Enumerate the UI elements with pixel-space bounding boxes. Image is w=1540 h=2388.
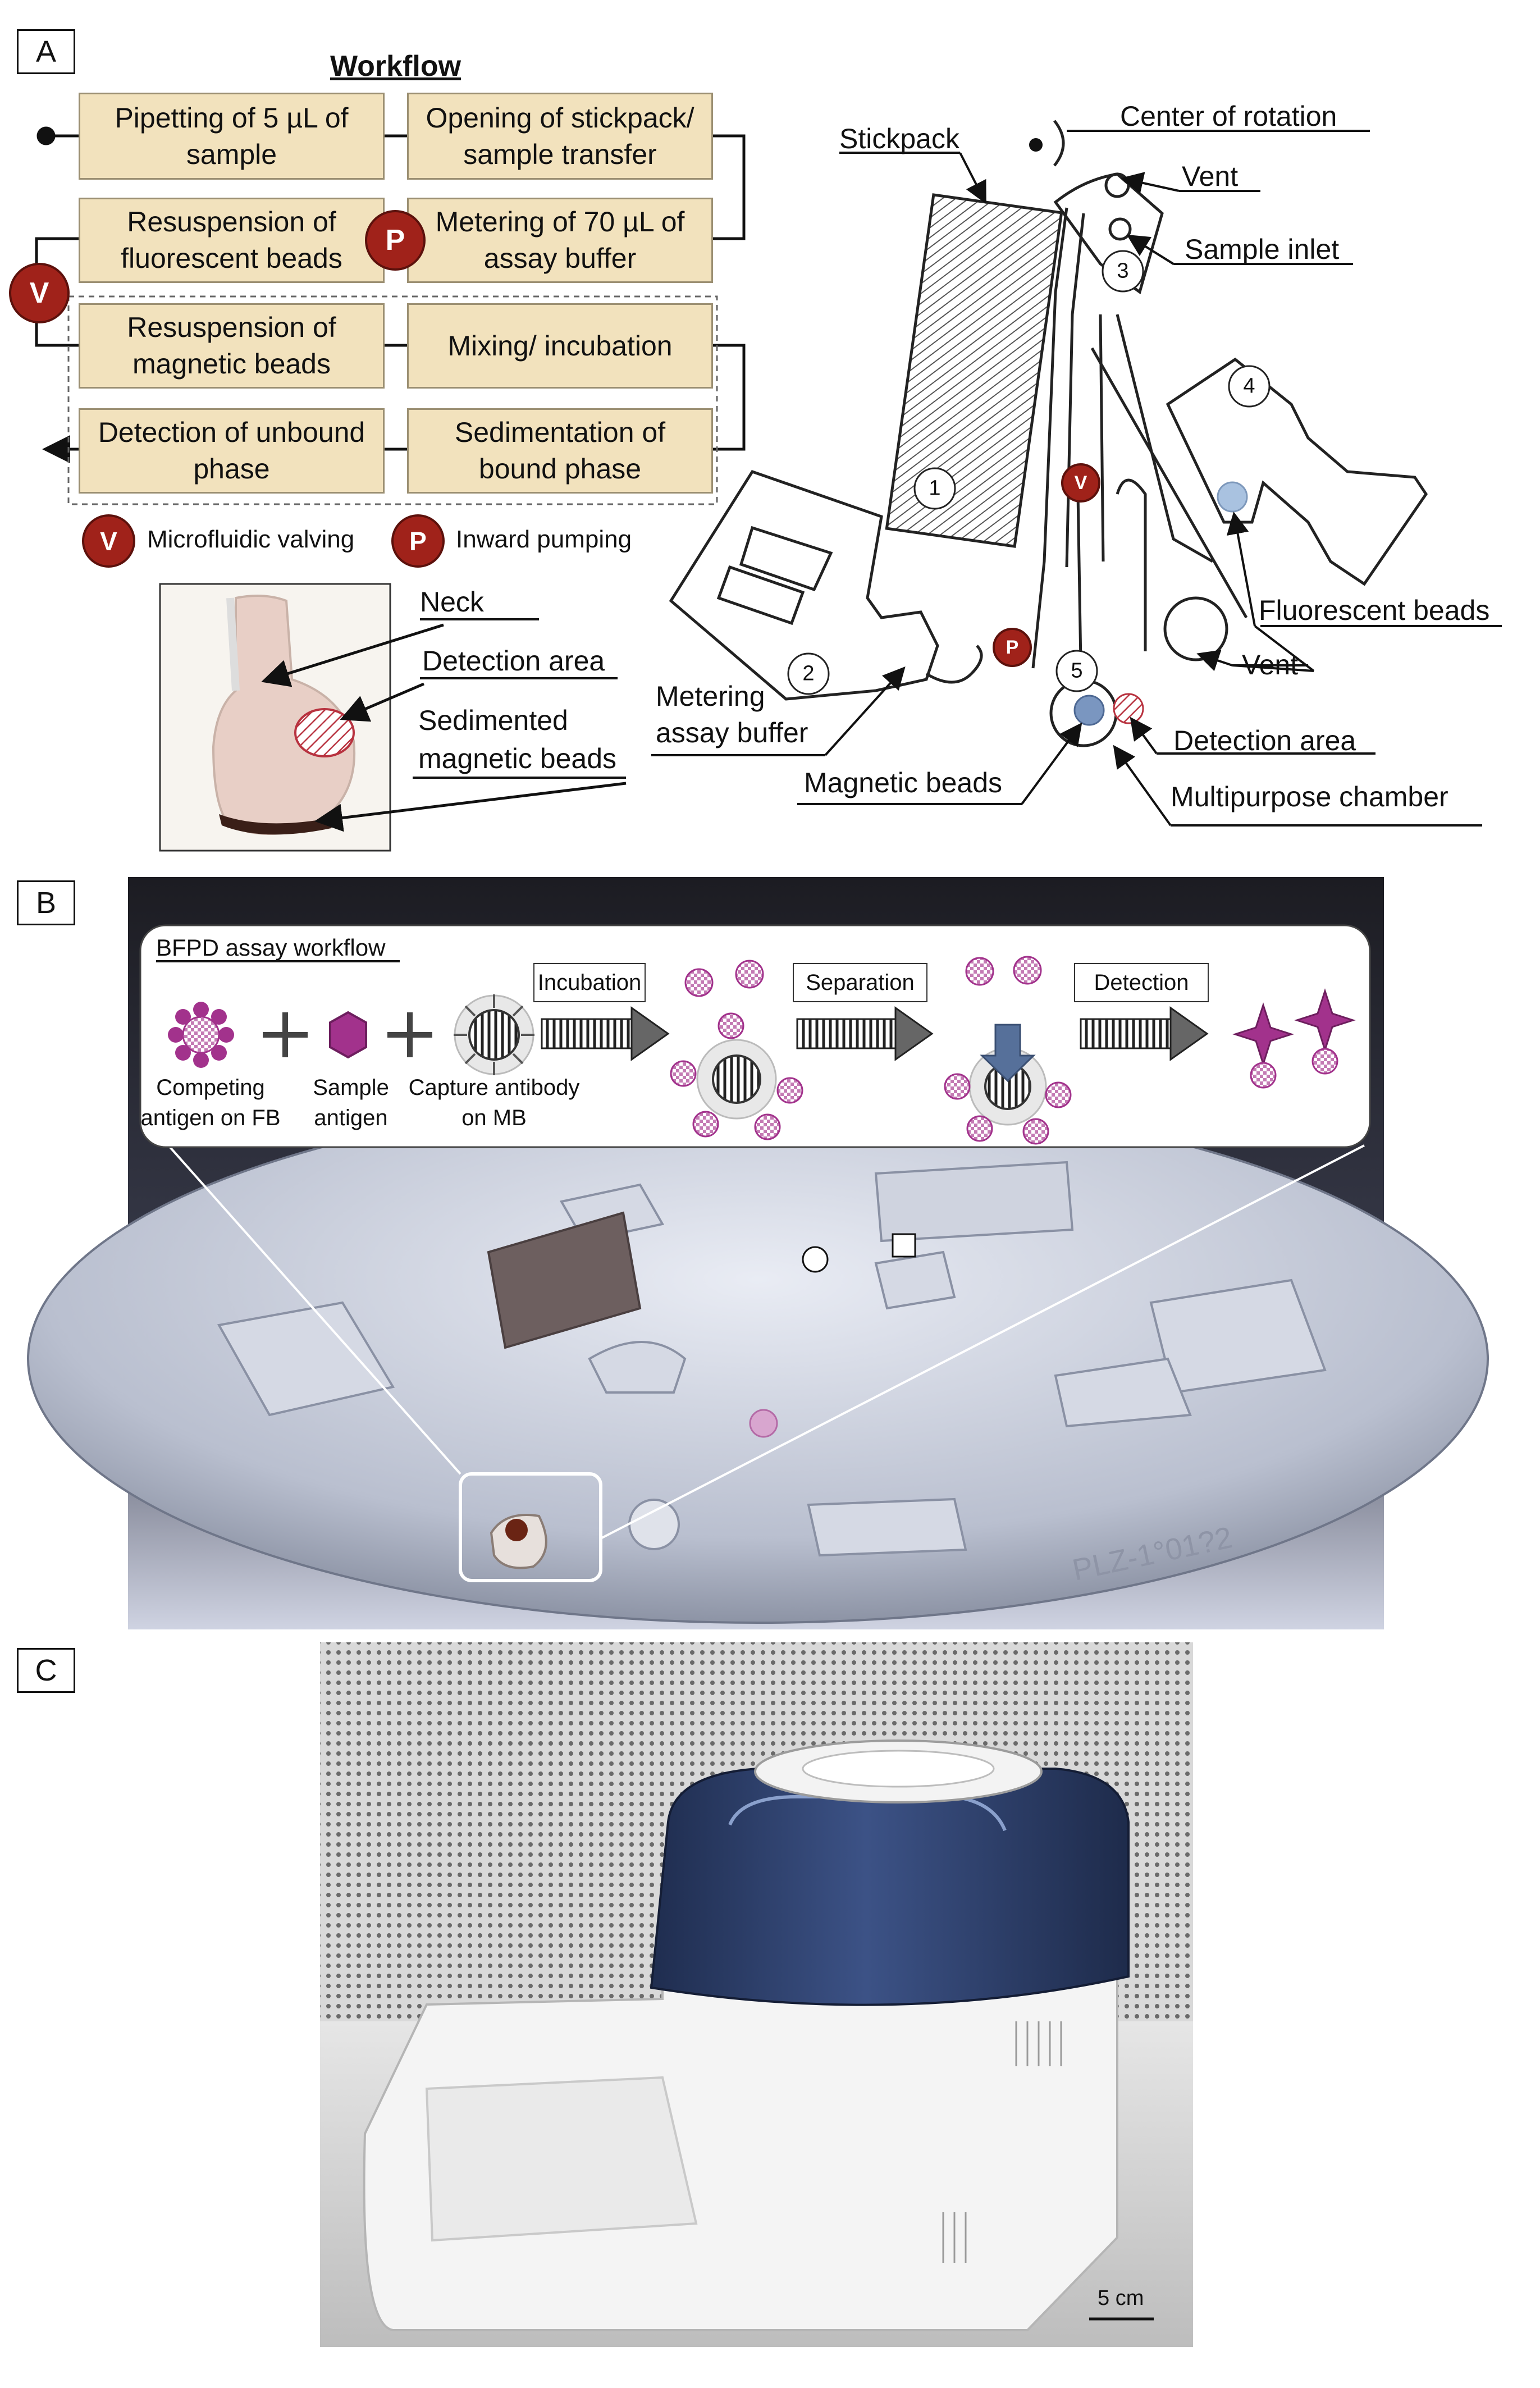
workflow-step-pipetting: Pipetting of 5 µL of sample [79,93,385,180]
disk-schematic [651,120,1502,827]
chamber-number-4: 4 [1243,374,1255,398]
workflow-title: Workflow [330,50,461,83]
bfpd-label-capture: Capture antibody on MB [408,1075,580,1130]
chamber-number-2: 2 [802,661,815,686]
valving-badge: V [9,263,70,323]
legend-pumping-text: Inward pumping [456,526,632,553]
legend-valving-text: Microfluidic valving [147,526,355,553]
chamber-photo [159,583,627,852]
label-multipurpose-chamber: Multipurpose chamber [1171,781,1448,812]
bfpd-step-incubation: Incubation [533,963,646,1002]
workflow-step-detection: Detection of unbound phase [79,408,385,494]
instrument-photo [320,1642,1193,2347]
label-vent-bottom: Vent [1242,649,1299,681]
label-center-rotation: Center of rotation [1120,101,1337,132]
label-fluorescent-beads: Fluorescent beads [1259,595,1490,626]
workflow-step-magnetic-beads: Resuspension of magnetic beads [79,303,385,389]
workflow-step-mixing: Mixing/ incubation [407,303,713,389]
chamber-number-3: 3 [1117,259,1129,283]
label-vent-top: Vent [1182,161,1239,192]
chamber-number-1: 1 [929,476,941,500]
label-sedimented-beads: Sedimented magnetic beads [418,705,617,774]
disk-valving-badge: V [1061,463,1100,503]
chamber-number-5: 5 [1071,659,1083,683]
bfpd-callout [139,924,1371,1148]
bfpd-label-competing: Competing antigen on FB [140,1075,281,1130]
workflow-step-fluorescent-beads: Resuspension of fluorescent beads [79,198,385,283]
label-stickpack: Stickpack [839,123,959,154]
label-detection-area-photo: Detection area [422,645,605,677]
workflow-step-metering: Metering of 70 µL of assay buffer [407,198,713,283]
disk-pumping-badge: P [993,628,1032,667]
panel-label-b: B [17,880,75,925]
bfpd-step-separation: Separation [793,963,927,1002]
scale-bar-label: 5 cm [1098,2286,1144,2310]
panel-label-c: C [17,1648,75,1693]
label-magnetic-beads: Magnetic beads [804,767,1003,798]
bfpd-title: BFPD assay workflow [156,934,386,961]
label-detection-area: Detection area [1173,725,1356,756]
bfpd-label-sample: Sample antigen [313,1075,389,1130]
legend-pumping-badge: P [391,514,445,568]
repeat-dashed-frame [67,295,718,505]
legend-valving-badge: V [82,514,135,568]
label-metering-buffer: Metering assay buffer [656,681,808,748]
label-neck: Neck [420,586,484,618]
pumping-badge: P [365,210,426,271]
workflow-step-sedimentation: Sedimentation of bound phase [407,408,713,494]
panel-label-a: A [17,29,75,74]
workflow-step-stickpack: Opening of stickpack/ sample transfer [407,93,713,180]
label-sample-inlet: Sample inlet [1185,234,1340,265]
workflow-connectors [35,126,746,463]
bfpd-step-detection: Detection [1074,963,1209,1002]
